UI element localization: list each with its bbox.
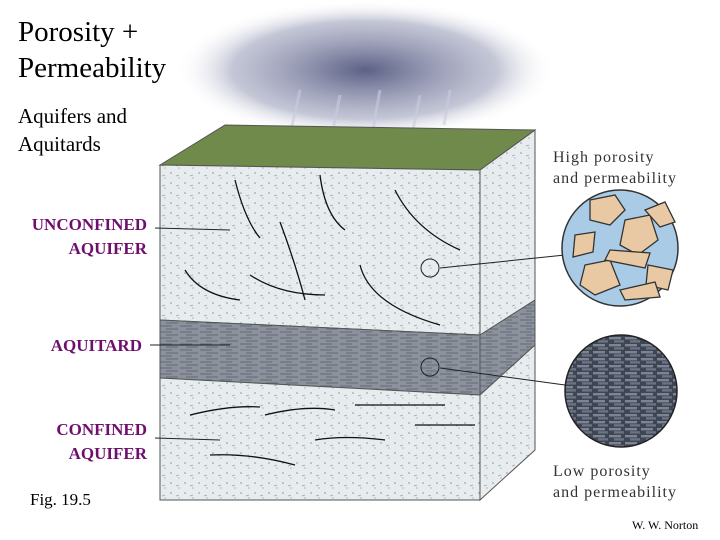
- caption-line: and permeability: [553, 484, 677, 501]
- flow-arrows: [184, 174, 475, 466]
- low-porosity-inset: [564, 334, 678, 448]
- label-line: UNCONFINED: [31, 215, 147, 234]
- subtitle-line-1: Aquifers and: [18, 104, 128, 128]
- sample-circle-aquitard: [420, 357, 440, 377]
- high-porosity-inset: [561, 189, 679, 307]
- unconfined-aquifer-layer: [159, 164, 481, 336]
- subtitle-line-2: Aquitards: [18, 132, 101, 156]
- confined-aquifer-label: CONFINED AQUIFER: [56, 418, 147, 466]
- ground-surface: [158, 124, 537, 171]
- label-line: AQUIFER: [68, 239, 147, 258]
- title-line-1: Porosity +: [18, 16, 139, 48]
- title-line-2: Permeability: [18, 52, 167, 84]
- subtitle: Aquifers and Aquitards: [18, 102, 127, 158]
- leader-lines: [150, 227, 566, 441]
- rain-cloud: [175, 0, 555, 140]
- sample-circle-aquifer: [420, 258, 440, 278]
- label-line: AQUIFER: [68, 444, 147, 463]
- figure-number: Fig. 19.5: [30, 490, 91, 509]
- caption-line: High porosity: [553, 149, 655, 166]
- unconfined-aquifer-label: UNCONFINED AQUIFER: [32, 213, 147, 261]
- label-line: CONFINED: [56, 420, 147, 439]
- aquitard-label: AQUITARD: [50, 336, 142, 355]
- caption-line: and permeability: [553, 170, 677, 187]
- rain-streaks: [288, 89, 452, 136]
- page-title: Porosity + Permeability: [18, 14, 166, 86]
- caption-line: Low porosity: [553, 463, 651, 480]
- credit: W. W. Norton: [632, 518, 699, 532]
- low-porosity-caption: Low porosity and permeability: [553, 461, 677, 503]
- high-porosity-caption: High porosity and permeability: [553, 147, 677, 189]
